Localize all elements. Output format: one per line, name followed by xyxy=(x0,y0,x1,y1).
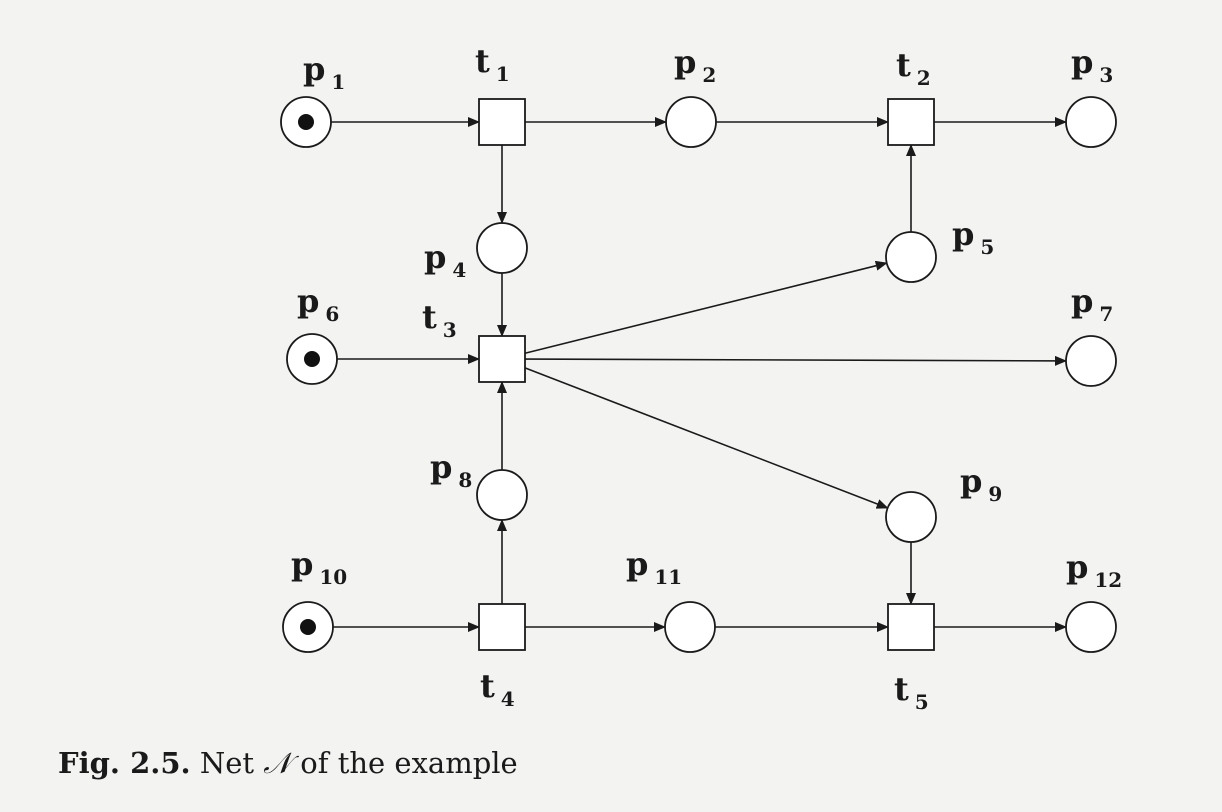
label-t1-subscript: 1 xyxy=(496,62,510,86)
transition-t2 xyxy=(887,98,935,146)
label-p8-subscript: 8 xyxy=(458,468,472,492)
label-t4-letter: t xyxy=(480,667,495,705)
place-p5 xyxy=(885,231,937,283)
label-p12-subscript: 12 xyxy=(1094,568,1122,592)
label-p12-letter: p xyxy=(1066,548,1088,586)
place-p7 xyxy=(1065,335,1117,387)
label-t5-letter: t xyxy=(894,670,909,708)
caption-text-before: Net xyxy=(199,746,255,780)
place-p8 xyxy=(476,469,528,521)
arc-t3-p9 xyxy=(524,367,889,509)
figure-caption: Fig. 2.5. Net 𝒩 of the example xyxy=(58,746,518,781)
label-p4-subscript: 4 xyxy=(452,258,466,282)
label-t4-subscript: 4 xyxy=(501,687,515,711)
caption-text-after: of the example xyxy=(300,746,518,780)
label-p9-letter: p xyxy=(960,462,982,500)
label-p2-subscript: 2 xyxy=(702,63,716,87)
label-p11-subscript: 11 xyxy=(654,565,682,589)
nodes-layer xyxy=(280,96,1117,653)
arc-t3-p7 xyxy=(524,355,1068,366)
label-p10-subscript: 10 xyxy=(319,565,347,589)
label-p11-letter: p xyxy=(626,545,648,583)
caption-figure-number: Fig. 2.5. xyxy=(58,746,191,780)
label-p6-subscript: 6 xyxy=(325,302,339,326)
transition-t5 xyxy=(887,603,935,651)
place-p11 xyxy=(664,601,716,653)
place-p3 xyxy=(1065,96,1117,148)
label-p1-letter: p xyxy=(303,50,325,88)
token-p10 xyxy=(300,619,316,635)
label-p9-subscript: 9 xyxy=(988,482,1002,506)
label-p2-letter: p xyxy=(674,43,696,81)
label-p3-subscript: 3 xyxy=(1099,63,1113,87)
label-t1-letter: t xyxy=(475,42,490,80)
label-p3-letter: p xyxy=(1071,43,1093,81)
caption-symbol: 𝒩 xyxy=(263,746,292,780)
label-t3-letter: t xyxy=(422,298,437,336)
transition-t3 xyxy=(478,335,526,383)
label-p7-subscript: 7 xyxy=(1099,302,1113,326)
label-p4-letter: p xyxy=(424,238,446,276)
token-p1 xyxy=(298,114,314,130)
label-p6-letter: p xyxy=(297,282,319,320)
place-p2 xyxy=(665,96,717,148)
label-p10-letter: p xyxy=(291,545,313,583)
label-p5-subscript: 5 xyxy=(980,235,994,259)
arcs-layer xyxy=(331,117,1068,632)
transition-t1 xyxy=(478,98,526,146)
label-p5-letter: p xyxy=(952,215,974,253)
label-p7-letter: p xyxy=(1071,282,1093,320)
label-p8-letter: p xyxy=(430,448,452,486)
transition-t4 xyxy=(478,603,526,651)
label-t2-letter: t xyxy=(896,46,911,84)
place-p9 xyxy=(885,491,937,543)
arc-t3-p5 xyxy=(524,260,888,355)
label-t5-subscript: 5 xyxy=(915,690,929,714)
label-t2-subscript: 2 xyxy=(917,66,931,90)
place-p4 xyxy=(476,222,528,274)
token-p6 xyxy=(304,351,320,367)
label-p1-subscript: 1 xyxy=(331,70,345,94)
place-p12 xyxy=(1065,601,1117,653)
label-t3-subscript: 3 xyxy=(443,318,457,342)
